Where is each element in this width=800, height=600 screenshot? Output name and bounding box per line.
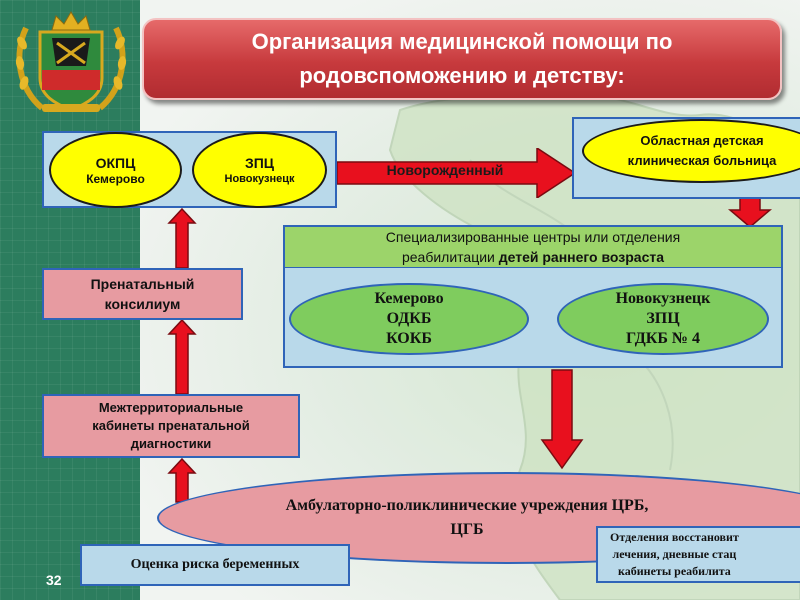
risk-assessment-box: Оценка риска беременных <box>80 544 350 586</box>
specialized-header-line2-bold: детей раннего возраста <box>498 249 665 265</box>
zpc-city: Новокузнецк <box>224 173 295 185</box>
arrow-up-icon <box>167 207 197 269</box>
novokuznetsk-centers-oval: Новокузнецк ЗПЦ ГДКБ № 4 <box>557 283 769 355</box>
interterritorial-line2: кабинеты пренатальной <box>92 418 250 433</box>
kemerovo-centers-oval: Кемерово ОДКБ КОКБ <box>289 283 529 355</box>
novokuznetsk-city: Новокузнецк <box>615 290 711 307</box>
specialized-header-line1: Специализированные центры или отделения <box>385 229 681 245</box>
newborn-arrow-right-icon <box>337 148 577 198</box>
specialized-centers-header: Специализированные центры или отделения … <box>283 225 783 269</box>
regional-hospital-line1: Областная детская <box>640 133 764 148</box>
prenatal-council-box: Пренатальный консилиум <box>42 268 243 320</box>
rehab-line1: Отделения восстановит <box>610 530 739 544</box>
ambulatory-line1: Амбулаторно-поликлинические учреждения Ц… <box>285 497 649 514</box>
regional-hospital-oval: Областная детская клиническая больница <box>582 119 800 183</box>
title-banner: Организация медицинской помощи по родовс… <box>142 18 782 100</box>
arrow-up-icon <box>167 318 197 395</box>
okpc-city: Кемерово <box>86 172 145 186</box>
novokuznetsk-line3: ГДКБ № 4 <box>625 330 701 347</box>
rehab-line3: кабинеты реабилита <box>618 564 731 578</box>
novokuznetsk-line2: ЗПЦ <box>646 310 680 327</box>
coat-of-arms-emblem <box>15 11 127 112</box>
interterritorial-diagnostics-box: Межтерриториальные кабинеты пренатальной… <box>42 394 300 458</box>
rehab-line2: лечения, дневные стац <box>612 547 737 561</box>
specialized-header-line2-prefix: реабилитации <box>401 249 499 265</box>
kemerovo-line3: КОКБ <box>386 330 432 347</box>
ambulatory-line2: ЦГБ <box>450 521 484 538</box>
rehab-departments-box: Отделения восстановит лечения, дневные с… <box>596 526 800 583</box>
interterritorial-line3: диагностики <box>130 436 212 451</box>
okpc-oval: ОКПЦ Кемерово <box>49 132 182 208</box>
zpc-oval: ЗПЦ Новокузнецк <box>192 132 327 208</box>
okpc-title: ОКПЦ <box>95 155 136 171</box>
prenatal-council-line2: консилиум <box>104 296 181 312</box>
prenatal-council-line1: Пренатальный <box>90 276 195 292</box>
zpc-title: ЗПЦ <box>244 155 275 171</box>
slide-title: Организация медицинской помощи по родовс… <box>251 29 673 88</box>
kemerovo-city: Кемерово <box>374 290 444 307</box>
newborn-label: Новорожденный <box>386 162 504 178</box>
arrow-down-icon <box>540 369 584 470</box>
risk-assessment-label: Оценка риска беременных <box>130 557 300 572</box>
arrow-down-icon <box>728 196 772 228</box>
regional-hospital-line2: клиническая больница <box>627 153 777 168</box>
kemerovo-line2: ОДКБ <box>386 310 432 327</box>
page-number: 32 <box>46 572 62 588</box>
interterritorial-line1: Межтерриториальные <box>98 400 244 415</box>
